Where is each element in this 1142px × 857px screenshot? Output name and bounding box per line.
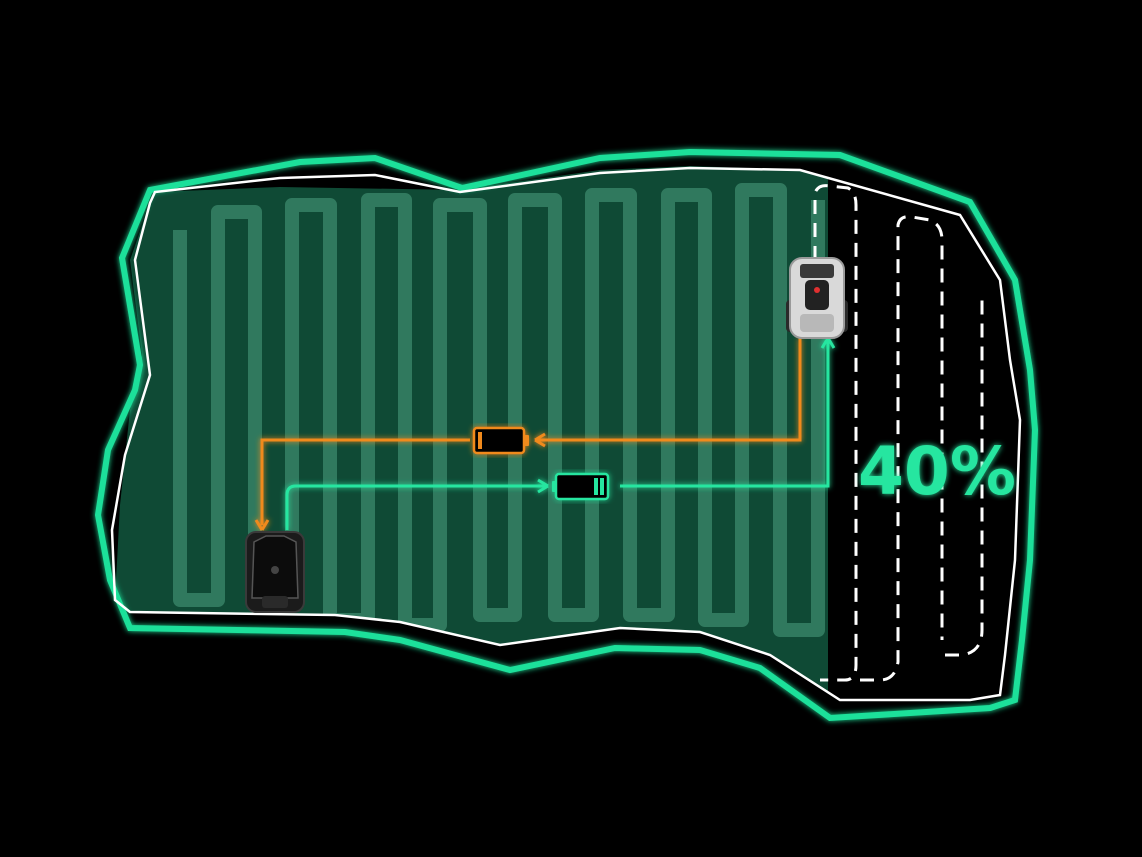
unmowed-lanes [813, 184, 984, 682]
battery-low-icon [472, 426, 529, 455]
charging-station-icon [245, 531, 305, 613]
resume-path [285, 337, 836, 530]
robot-mower-icon [786, 257, 848, 339]
boundary-inner [110, 166, 1022, 702]
battery-full-icon [552, 472, 610, 501]
progress-label: 40% [858, 433, 1016, 510]
return-path [254, 338, 802, 531]
boundary-outer [94, 148, 1039, 722]
